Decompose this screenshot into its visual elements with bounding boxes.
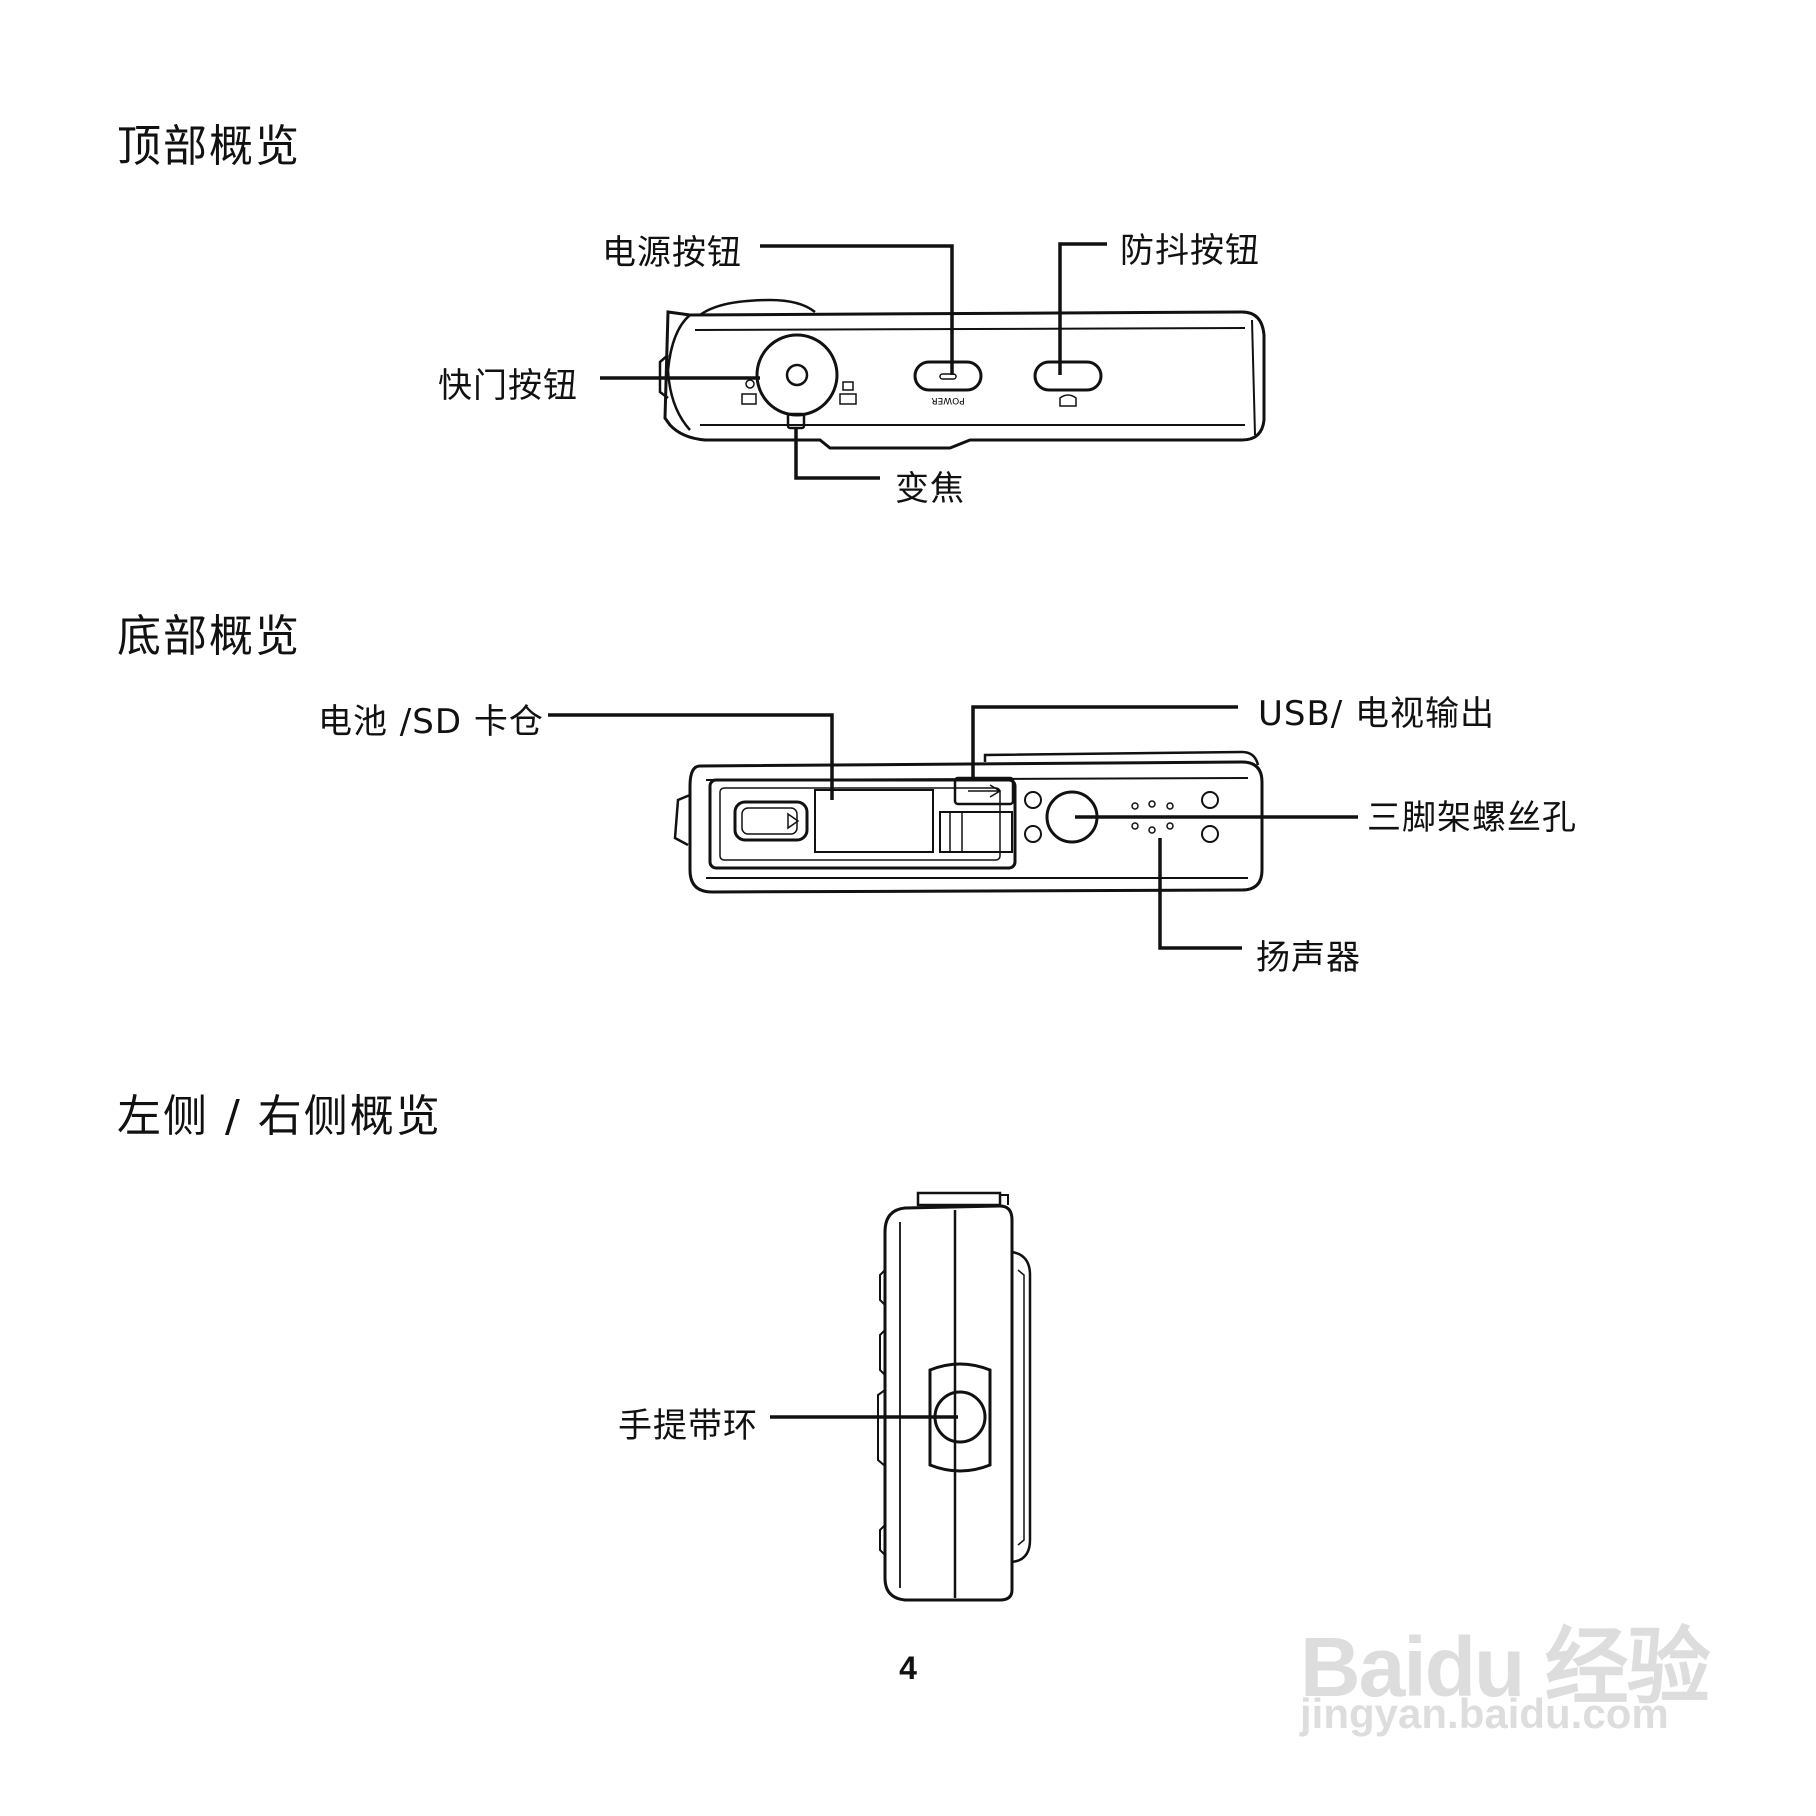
stabilizer-button-callout: 防抖按钮 — [1120, 231, 1260, 271]
shutter-button-callout: 快门按钮 — [438, 366, 578, 406]
camera-side-view-drawing — [770, 1191, 1032, 1602]
zoom-callout: 变焦 — [895, 469, 965, 509]
bottom-view-figure — [0, 680, 1816, 1000]
top-overview-heading: 顶部概览 — [117, 121, 301, 172]
power-marking-label: POWER — [931, 395, 964, 405]
side-overview-heading: 左侧 / 右侧概览 — [117, 1091, 442, 1142]
watermark-logo: Baidu 经验 — [1300, 1620, 1711, 1714]
bottom-overview-heading: 底部概览 — [117, 611, 301, 662]
strap-ring-callout: 手提带环 — [618, 1406, 758, 1446]
baidu-watermark: Baidu 经验 jingyan.baidu.com — [1290, 1540, 1740, 1740]
page-number: 4 — [899, 1650, 917, 1686]
top-view-figure: POWER — [0, 200, 1816, 530]
watermark-url: jingyan.baidu.com — [1300, 1690, 1669, 1737]
battery-sd-callout: 电池 /SD 卡仓 — [318, 702, 544, 742]
camera-bottom-view-drawing — [548, 705, 1358, 950]
power-button-callout: 电源按钮 — [602, 233, 742, 273]
side-view-figure — [0, 1180, 1816, 1620]
speaker-callout: 扬声器 — [1256, 938, 1361, 978]
usb-tv-out-callout: USB/ 电视输出 — [1258, 694, 1496, 734]
camera-top-view-drawing: POWER — [600, 242, 1266, 480]
tripod-socket-callout: 三脚架螺丝孔 — [1367, 798, 1577, 838]
